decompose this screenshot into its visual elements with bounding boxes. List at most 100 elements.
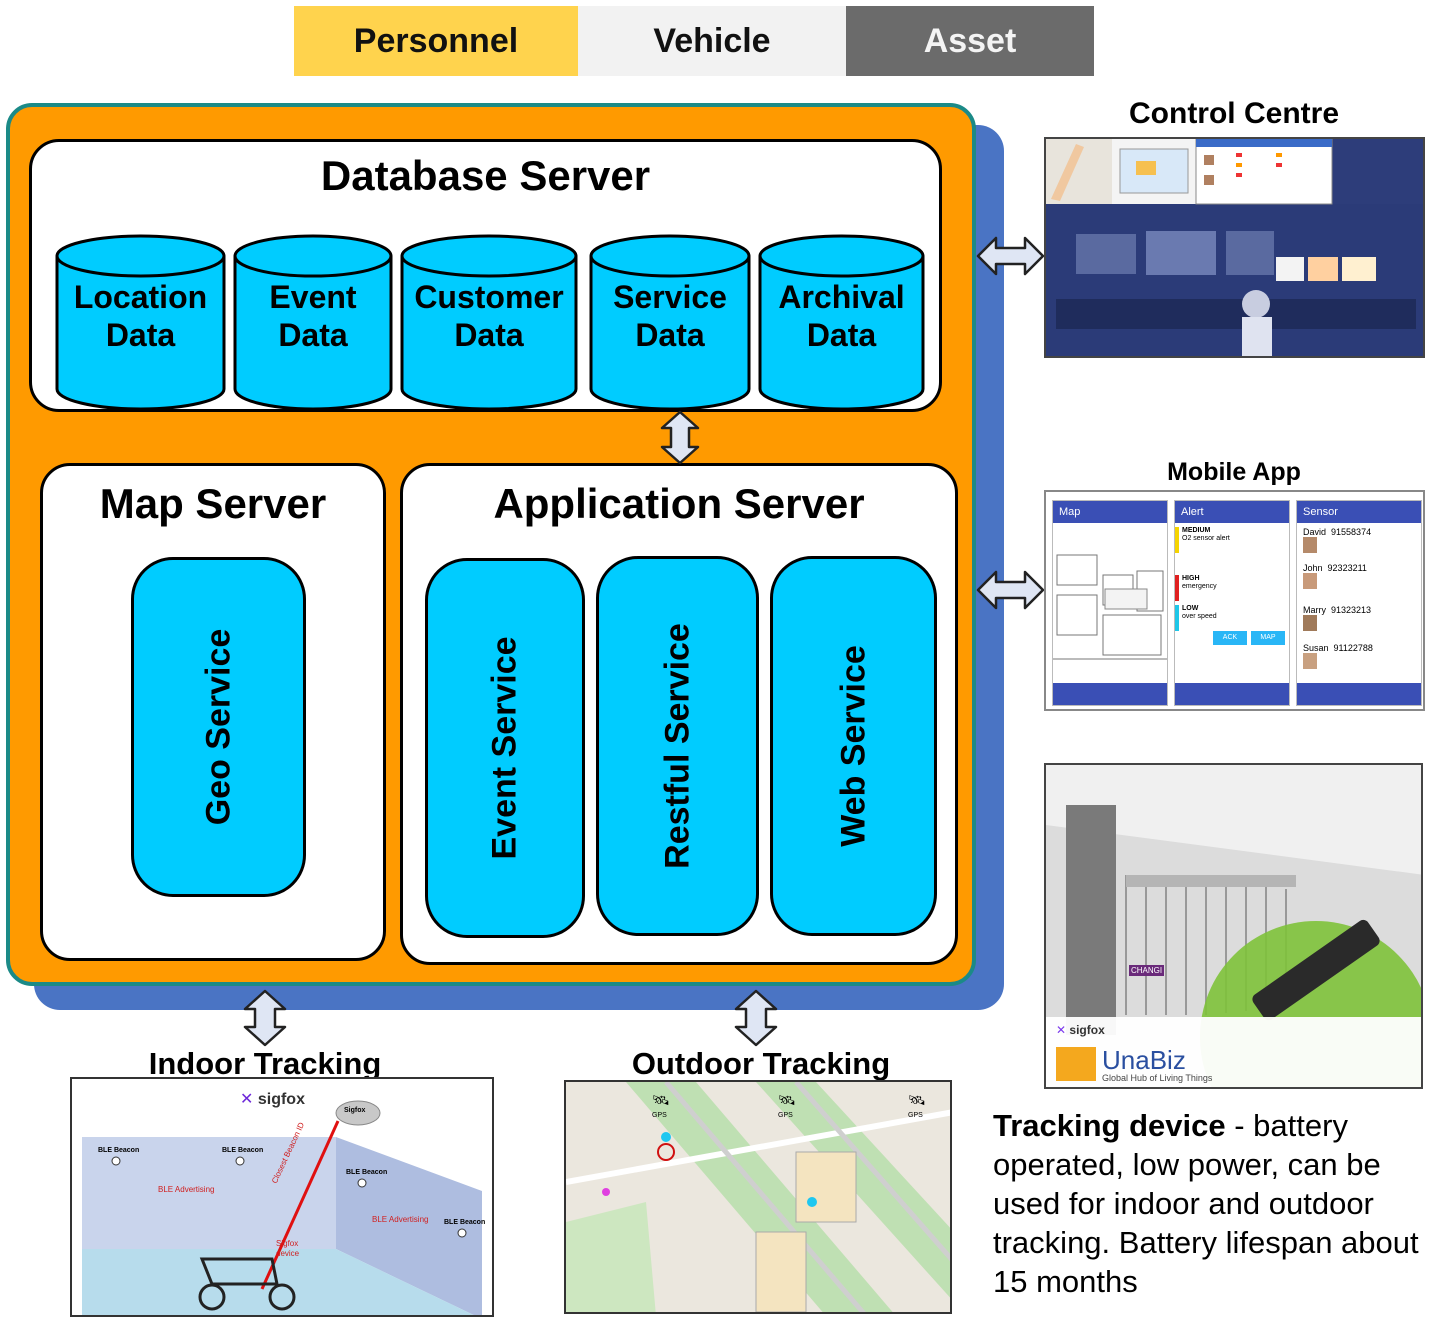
sensor-person-3: Susan 91122788 xyxy=(1303,643,1373,653)
gps-label-2: GPS xyxy=(778,1112,793,1119)
mobile-screen-alert: Alert MEDIUM O2 sensor alert HIGH emerge… xyxy=(1174,500,1290,706)
satellite-icon: 🛰 xyxy=(908,1092,926,1108)
control-centre-title: Control Centre xyxy=(1129,97,1339,130)
airport-device-illustration xyxy=(1046,765,1421,1087)
data-store-label-line2: Data xyxy=(635,317,705,353)
sigfox-logo-photo: ✕ sigfox xyxy=(1056,1023,1105,1037)
indoor-tracking-title: Indoor Tracking xyxy=(148,1046,382,1081)
tracking-device-text: - battery operated, low power, can be us… xyxy=(993,1108,1419,1299)
data-store-label-line1: Service xyxy=(613,279,727,315)
data-store-label-line2: Data xyxy=(278,317,348,353)
floorplan-graphic xyxy=(1053,554,1167,660)
data-store-label-line1: Event xyxy=(269,279,357,315)
tracking-device-photo: ✕ sigfox UnaBiz Global Hub of Living Thi… xyxy=(1044,763,1423,1089)
data-store-cylinder xyxy=(400,234,578,411)
data-store-label-line1: Customer xyxy=(414,279,564,315)
satellite-icon: 🛰 xyxy=(778,1092,796,1108)
gps-label-1: GPS xyxy=(652,1112,667,1119)
data-store-label-line1: Location xyxy=(73,279,208,315)
map-server-box: Map Server Geo Service xyxy=(40,463,386,961)
geo-service: Geo Service xyxy=(131,557,306,897)
sensor-person-0: David 91558374 xyxy=(1303,527,1372,537)
restful-service: Restful Service xyxy=(596,556,759,936)
sensor-person-1: John 92323211 xyxy=(1303,563,1367,573)
gps-label-3: GPS xyxy=(908,1112,923,1119)
data-store-cylinder xyxy=(233,234,393,411)
outdoor-tracking-map: 🛰 GPS 🛰 GPS 🛰 GPS xyxy=(564,1080,952,1314)
avatar xyxy=(1303,653,1317,669)
control-centre-photo xyxy=(1044,137,1425,358)
map-server-title: Map Server xyxy=(99,480,327,527)
tracking-device-description: Tracking device - battery operated, low … xyxy=(993,1106,1433,1301)
alert-level-high: HIGH xyxy=(1182,575,1200,582)
mobile-screen-sensor: Sensor David 91558374 John 92323211 Marr… xyxy=(1296,500,1422,706)
sensor-person-2: Marry 91323213 xyxy=(1303,605,1372,615)
data-store-cylinder xyxy=(55,234,226,411)
alert-text-high: emergency xyxy=(1182,583,1217,590)
event-service: Event Service xyxy=(425,558,585,938)
ble-beacon-label-2: BLE Beacon xyxy=(222,1147,264,1154)
unabiz-tagline: Global Hub of Living Things xyxy=(1102,1073,1213,1083)
map-screen-header: Map xyxy=(1053,501,1167,523)
indoor-tracking-diagram: ✕ sigfox Sigfox BLE Beacon BLE Beacon BL… xyxy=(70,1077,494,1317)
control-room-illustration xyxy=(1046,139,1423,356)
data-store-cylinder xyxy=(589,234,751,411)
database-server-title: Database Server xyxy=(320,152,651,199)
ble-beacon-label-4: BLE Beacon xyxy=(444,1219,486,1226)
alert-level-medium: MEDIUM xyxy=(1182,527,1211,534)
alert-level-low: LOW xyxy=(1182,605,1199,612)
alert-text-low: over speed xyxy=(1182,613,1217,620)
map-screen-footer xyxy=(1053,683,1167,705)
tab-asset[interactable]: Asset xyxy=(846,6,1094,76)
ble-beacon-label-1: BLE Beacon xyxy=(98,1147,140,1154)
tab-personnel[interactable]: Personnel xyxy=(294,6,578,76)
sigfox-logo-indoor: ✕ sigfox xyxy=(240,1091,305,1108)
unabiz-brand: UnaBiz xyxy=(1102,1045,1186,1075)
web-service: Web Service xyxy=(770,556,937,936)
arrow-outdoor xyxy=(734,989,778,1047)
indoor-illustration xyxy=(82,1100,482,1315)
ble-advertising-label-2: BLE Advertising xyxy=(372,1215,429,1224)
map-button[interactable]: MAP xyxy=(1251,631,1285,645)
mobile-app-screens: Map Alert MEDIUM O2 sensor alert HIGH em… xyxy=(1044,490,1425,711)
mobile-app-title: Mobile App xyxy=(1167,458,1301,486)
data-store-label-line2: Data xyxy=(105,317,176,353)
outdoor-tracking-title: Outdoor Tracking xyxy=(631,1046,891,1081)
tab-vehicle[interactable]: Vehicle xyxy=(578,6,846,76)
tracking-device-heading: Tracking device xyxy=(993,1108,1226,1143)
airport-map-illustration xyxy=(566,1082,950,1312)
data-store-label-line2: Data xyxy=(454,317,524,353)
sigfox-icon: ✕ xyxy=(1056,1023,1067,1037)
sigfox-device-label: Sigfox device xyxy=(276,1239,300,1258)
ble-beacon-label-3: BLE Beacon xyxy=(346,1169,388,1176)
unabiz-logo-icon xyxy=(1056,1047,1096,1081)
application-server-title: Application Server xyxy=(493,480,865,527)
mobile-screen-map: Map xyxy=(1052,500,1168,706)
data-store-cylinder xyxy=(758,234,925,411)
sensor-screen-footer xyxy=(1297,683,1421,705)
application-server-box: Application Server Event Service Restful… xyxy=(400,463,958,965)
arrow-indoor xyxy=(243,989,287,1047)
changi-sign: CHANGI xyxy=(1129,965,1165,976)
avatar xyxy=(1303,615,1317,631)
sigfox-cloud-label: Sigfox xyxy=(344,1107,366,1114)
avatar xyxy=(1303,537,1317,553)
sensor-screen-header: Sensor xyxy=(1297,501,1421,523)
alert-screen-header: Alert xyxy=(1175,501,1289,523)
ack-button[interactable]: ACK xyxy=(1213,631,1247,645)
alert-screen-footer xyxy=(1175,683,1289,705)
ble-advertising-label-1: BLE Advertising xyxy=(158,1185,215,1194)
satellite-icon: 🛰 xyxy=(652,1092,670,1108)
sigfox-icon: ✕ xyxy=(240,1091,254,1108)
avatar xyxy=(1303,573,1317,589)
data-store-label-line1: Archival xyxy=(778,279,905,315)
arrow-control-centre xyxy=(976,236,1045,276)
alert-text-medium: O2 sensor alert xyxy=(1182,535,1230,542)
arrow-db-app xyxy=(660,410,700,465)
